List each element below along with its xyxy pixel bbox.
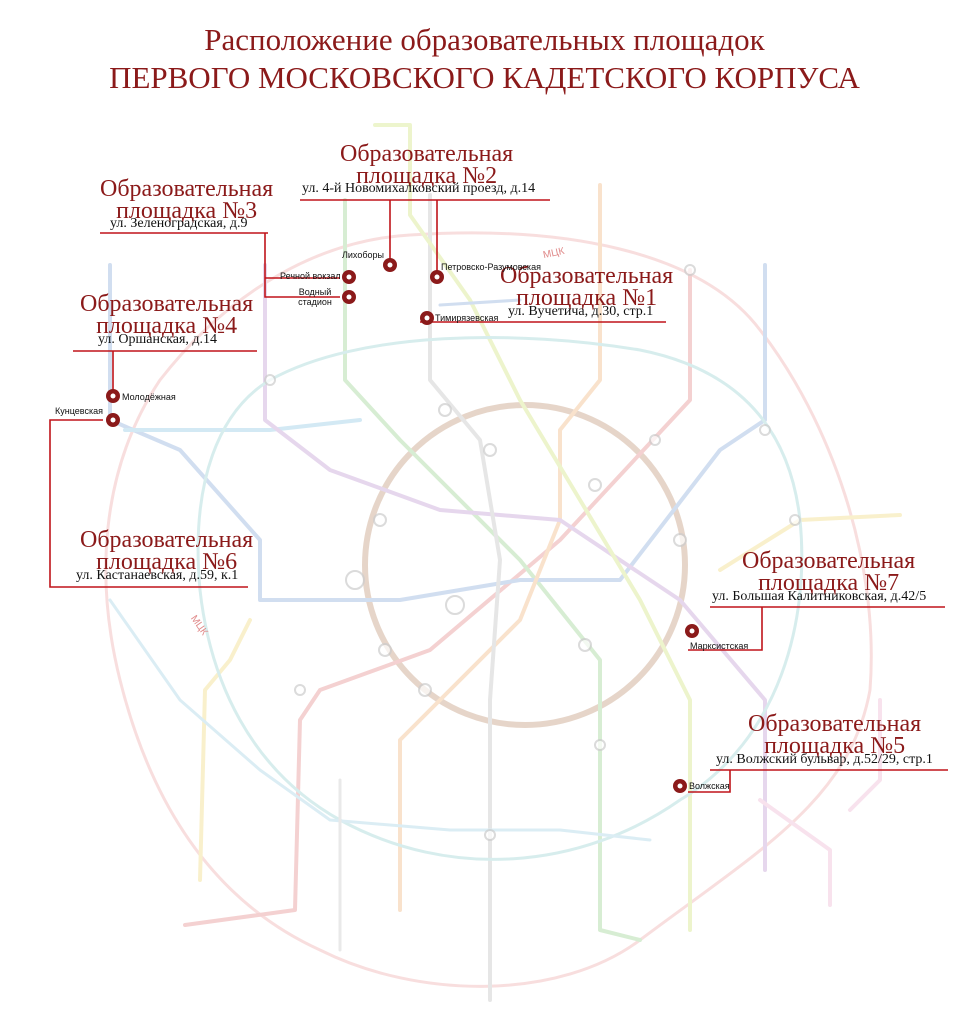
mck-ring xyxy=(104,231,873,988)
station-label-vodny: Водный стадион xyxy=(298,287,332,307)
lightblue-line xyxy=(123,418,362,432)
orange-line xyxy=(398,183,602,912)
blue-line xyxy=(108,263,767,602)
site-5-leader xyxy=(688,770,731,793)
yellow-line xyxy=(198,618,252,882)
green-line xyxy=(343,198,642,942)
marker-lihobory xyxy=(383,258,397,272)
station-label-petrovsko: Петровско-Разумовская xyxy=(441,262,541,272)
marker-vodny xyxy=(342,290,356,304)
station-label-rechnoy: Речной вокзал xyxy=(280,271,341,281)
station-label-timiryazevskaya: Тимирязевская xyxy=(435,313,499,323)
marker-marksistskaya xyxy=(685,624,699,638)
callout-lines xyxy=(49,199,948,793)
grey-line xyxy=(428,193,502,1002)
marker-molodezhnaya xyxy=(106,389,120,403)
circle-line xyxy=(362,402,688,728)
site-1-address: ул. Вучетича, д.30, стр.1 xyxy=(508,304,654,319)
site-2-address: ул. 4-й Новомихалковский проезд, д.14 xyxy=(302,181,536,196)
page-title-line2: ПЕРВОГО МОСКОВСКОГО КАДЕТСКОГО КОРПУСА xyxy=(109,60,860,95)
site-3-leader-a xyxy=(264,233,340,298)
site-7-leader xyxy=(688,607,763,651)
site-4-address: ул. Оршанская, д.14 xyxy=(98,332,218,347)
site-7-address: ул. Большая Калитниковская, д.42/5 xyxy=(712,589,927,604)
site-6-leader xyxy=(49,419,103,588)
lightgreen-line xyxy=(373,123,692,932)
marker-rechnoy xyxy=(342,270,356,284)
station-label-marksistskaya: Марксистская xyxy=(690,641,749,651)
site-5-address: ул. Волжский бульвар, д.52/29, стр.1 xyxy=(716,752,933,767)
marker-kuntsevskaya xyxy=(106,413,120,427)
violet-line xyxy=(263,263,767,872)
site-3-address: ул. Зеленоградская, д.9 xyxy=(110,216,248,231)
station-label-volzhskaya: Волжская xyxy=(689,781,730,791)
site-6-address: ул. Кастанаевская, д.59, к.1 xyxy=(76,568,239,583)
station-markers xyxy=(106,258,699,793)
station-label-lihobory: Лихоборы xyxy=(342,250,384,260)
marker-petrovsko xyxy=(430,270,444,284)
station-label-kuntsevskaya: Кунцевская xyxy=(55,406,103,416)
station-label-molodezhnaya: Молодёжная xyxy=(122,392,176,402)
marker-timiryazevskaya xyxy=(420,311,434,325)
red-line xyxy=(183,268,692,927)
page-title-line1: Расположение образовательных площадок xyxy=(204,22,765,57)
marker-volzhskaya xyxy=(673,779,687,793)
bcl-line xyxy=(196,336,804,861)
